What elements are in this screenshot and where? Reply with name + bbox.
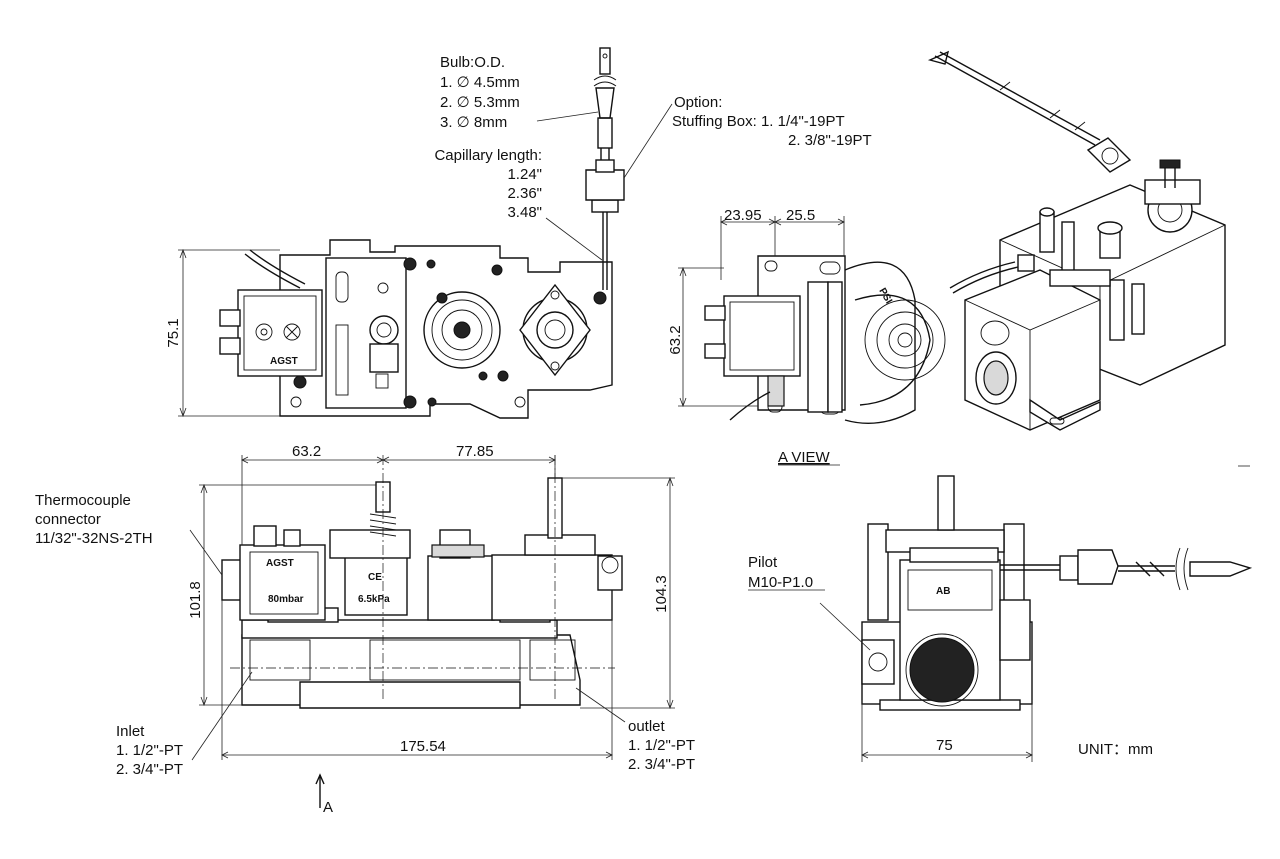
end-view: AB 75 <box>819 475 1253 762</box>
front-view: AGST 80mbar CE 6.5kPa 63.2 77.85 101.8 <box>187 443 675 816</box>
dim-front-height-right: 104.3 <box>653 575 670 613</box>
brand-marking-front: AGST <box>266 558 294 569</box>
dim-end-width: 75 <box>936 737 953 754</box>
thermocouple-callout: Thermocouple connector 11/32"-32NS-2TH <box>35 492 153 547</box>
bulb-option-3: 3. ∅ 8mm <box>440 114 507 131</box>
outlet-option-1: 1. 1/2"-PT <box>628 737 695 754</box>
pilot-title: Pilot <box>748 554 778 571</box>
dim-front-total: 175.54 <box>400 738 446 755</box>
option-title: Option: <box>674 94 722 111</box>
pilot-thread: M10-P1.0 <box>748 574 813 591</box>
capillary-callout: Capillary length: 1.24" 2.36" 3.48" <box>434 147 542 221</box>
thermocouple-thread: 11/32"-32NS-2TH <box>35 530 153 547</box>
bulb-option-1: 1. ∅ 4.5mm <box>440 74 520 91</box>
dim-side-height: 63.2 <box>667 325 684 354</box>
dim-front-height-left: 101.8 <box>187 581 204 619</box>
pilot-callout: Pilot M10-P1.0 <box>748 554 825 591</box>
psi-marking: PSI <box>876 286 894 306</box>
dim-top-height: 75.1 <box>165 318 182 347</box>
stuffing-option-1: Stuffing Box: 1. 1/4"-19PT <box>672 113 845 130</box>
pressure-marking: 6.5kPa <box>358 594 390 605</box>
capillary-title: Capillary length: <box>434 147 542 164</box>
outlet-option-2: 2. 3/4"-PT <box>628 756 695 773</box>
isometric-view <box>927 50 1226 431</box>
outlet-title: outlet <box>628 718 666 735</box>
inlet-option-2: 2. 3/4"-PT <box>116 761 183 778</box>
a-view: PSI 23.95 25.5 63.2 A VIEW <box>667 207 946 466</box>
ab-marking: AB <box>936 586 950 597</box>
top-view: AGST <box>165 47 673 419</box>
dim-side-w2: 25.5 <box>786 207 815 224</box>
inlet-title: Inlet <box>116 723 145 740</box>
ce-marking: CE <box>368 572 382 583</box>
rating-marking: 80mbar <box>268 594 304 605</box>
bulb-title: Bulb:O.D. <box>440 54 505 71</box>
dim-front-w2: 77.85 <box>456 443 494 460</box>
brand-marking-top: AGST <box>270 356 298 367</box>
capillary-option-3: 3.48" <box>507 204 542 221</box>
bulb-callout: Bulb:O.D. 1. ∅ 4.5mm 2. ∅ 5.3mm 3. ∅ 8mm <box>440 54 520 131</box>
unit-label: UNIT：mm <box>1078 741 1153 758</box>
inlet-option-1: 1. 1/2"-PT <box>116 742 183 759</box>
a-marker: A <box>323 799 333 816</box>
dim-front-w1: 63.2 <box>292 443 321 460</box>
stuffing-option-2: 2. 3/8"-19PT <box>788 132 872 149</box>
stuffing-box-callout: Option: Stuffing Box: 1. 1/4"-19PT 2. 3/… <box>672 94 872 149</box>
a-view-label: A VIEW <box>778 449 831 466</box>
thermocouple-title: Thermocouple <box>35 492 131 509</box>
outlet-callout: outlet 1. 1/2"-PT 2. 3/4"-PT <box>628 718 695 773</box>
thermocouple-subtitle: connector <box>35 511 101 528</box>
inlet-callout: Inlet 1. 1/2"-PT 2. 3/4"-PT <box>116 723 183 778</box>
capillary-option-1: 1.24" <box>507 166 542 183</box>
bulb-option-2: 2. ∅ 5.3mm <box>440 94 520 111</box>
capillary-option-2: 2.36" <box>507 185 542 202</box>
dim-side-w1: 23.95 <box>724 207 762 224</box>
